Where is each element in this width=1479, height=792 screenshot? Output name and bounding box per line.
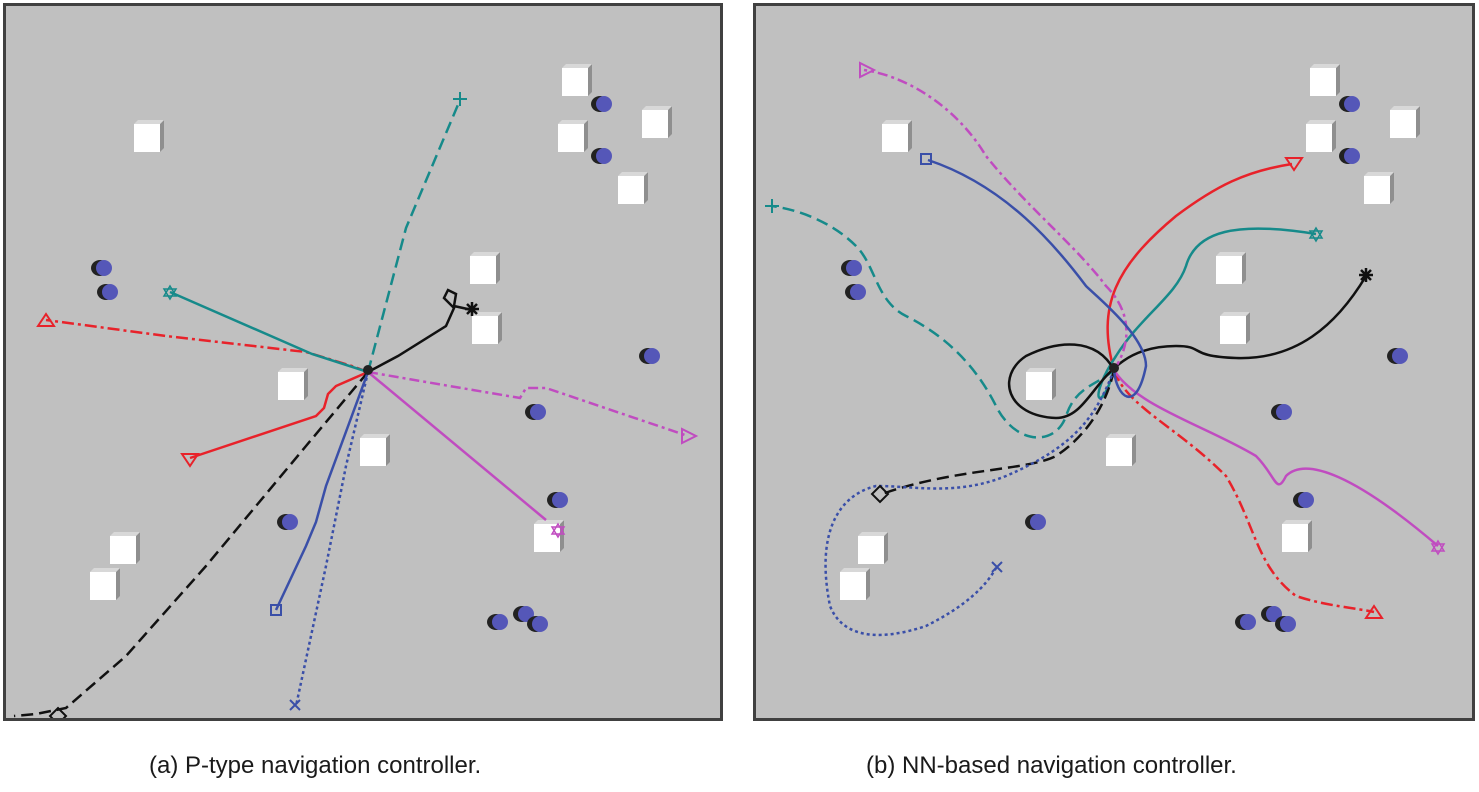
asterisk-marker bbox=[465, 302, 479, 316]
plus-marker bbox=[453, 92, 467, 106]
trajectory-plot-b bbox=[765, 61, 1446, 637]
obstacle-box bbox=[562, 64, 592, 96]
trajectory-magenta-dashdot bbox=[863, 68, 1128, 371]
asterisk-marker bbox=[1359, 268, 1373, 282]
goal-markers bbox=[36, 92, 699, 718]
obstacle-box bbox=[1364, 172, 1394, 204]
obstacle-box bbox=[1306, 120, 1336, 152]
obstacle-box bbox=[882, 120, 912, 152]
obstacle-box bbox=[360, 434, 390, 466]
trajectories bbox=[13, 99, 689, 718]
agent-cylinder bbox=[97, 284, 118, 300]
triangle-right-marker bbox=[859, 61, 877, 79]
agent-cylinder bbox=[1271, 404, 1292, 420]
trajectory-red-dashdot bbox=[1112, 369, 1375, 614]
triangle-up-marker bbox=[36, 312, 56, 327]
square-marker bbox=[270, 604, 282, 616]
trajectory-teal-dashed bbox=[771, 204, 1115, 439]
agents bbox=[91, 96, 660, 632]
trajectories bbox=[771, 68, 1439, 637]
agent-cylinder bbox=[845, 284, 866, 300]
agent-cylinder bbox=[1339, 96, 1360, 112]
trajectory-black-solid bbox=[1008, 275, 1368, 420]
agent-cylinder bbox=[547, 492, 568, 508]
panel-a bbox=[3, 3, 723, 721]
triangle-down-marker bbox=[1284, 157, 1304, 172]
trajectory-teal-solid bbox=[169, 290, 369, 374]
trajectory-black-dashed bbox=[13, 371, 369, 718]
obstacle-box bbox=[110, 532, 140, 564]
trajectory-blue-solid bbox=[274, 371, 370, 611]
obstacle-box bbox=[134, 120, 164, 152]
obstacle-box bbox=[1106, 434, 1136, 466]
agent-cylinder bbox=[1339, 148, 1360, 164]
agents bbox=[841, 96, 1408, 632]
agent-cylinder bbox=[591, 148, 612, 164]
obstacle-box bbox=[1390, 106, 1420, 138]
diamond-marker bbox=[48, 706, 68, 718]
caption-a: (a) P-type navigation controller. bbox=[149, 752, 482, 779]
agent-cylinder bbox=[1025, 514, 1046, 530]
trajectory-black-solid bbox=[367, 288, 473, 374]
agent-cylinder bbox=[277, 514, 298, 530]
goal-markers bbox=[765, 61, 1446, 619]
panel-b bbox=[753, 3, 1475, 721]
obstacle-box bbox=[558, 120, 588, 152]
obstacle-box bbox=[90, 568, 120, 600]
star-marker-magenta bbox=[1430, 539, 1446, 556]
obstacles bbox=[90, 64, 672, 600]
agent-cylinder bbox=[1293, 492, 1314, 508]
obstacle-box bbox=[534, 520, 564, 552]
trajectory-plot-a bbox=[13, 64, 699, 718]
trajectory-red-dashdot bbox=[45, 318, 369, 374]
trajectory-black-dashed bbox=[881, 369, 1116, 496]
triangle-up-marker bbox=[1364, 604, 1384, 619]
cross-marker bbox=[991, 561, 1003, 573]
agent-cylinder bbox=[639, 348, 660, 364]
trajectory-magenta-solid bbox=[1112, 369, 1439, 547]
caption-b: (b) NN-based navigation controller. bbox=[866, 752, 1237, 779]
agent-cylinder bbox=[1275, 616, 1296, 632]
obstacle-box bbox=[1282, 520, 1312, 552]
obstacle-box bbox=[472, 312, 502, 344]
obstacle-box bbox=[858, 532, 888, 564]
obstacle-box bbox=[1026, 368, 1056, 400]
square-marker bbox=[920, 153, 932, 165]
cross-marker bbox=[289, 699, 301, 711]
start-point bbox=[363, 365, 373, 375]
obstacle-box bbox=[278, 368, 308, 400]
star-marker-magenta bbox=[550, 522, 566, 539]
obstacle-box bbox=[1310, 64, 1340, 96]
trajectory-magenta-solid bbox=[367, 371, 547, 521]
trajectory-blue-dotted bbox=[294, 371, 370, 707]
trajectory-blue-dotted bbox=[824, 369, 1116, 637]
trajectory-red-solid bbox=[189, 370, 369, 460]
trajectory-magenta-dashdot bbox=[367, 370, 689, 438]
star-marker-teal bbox=[162, 284, 178, 301]
obstacle-box bbox=[470, 252, 500, 284]
agent-cylinder bbox=[91, 260, 112, 276]
trajectory-red-solid bbox=[1106, 162, 1293, 371]
agent-cylinder bbox=[525, 404, 546, 420]
agent-cylinder bbox=[591, 96, 612, 112]
trajectory-teal-solid bbox=[1097, 227, 1317, 400]
agent-cylinder bbox=[487, 614, 508, 630]
agent-cylinder bbox=[527, 616, 548, 632]
agent-cylinder bbox=[841, 260, 862, 276]
star-marker-teal bbox=[1308, 226, 1324, 243]
trajectory-teal-dashed bbox=[366, 99, 462, 373]
obstacle-box bbox=[1220, 312, 1250, 344]
obstacle-box bbox=[618, 172, 648, 204]
start-point bbox=[1109, 363, 1119, 373]
agent-cylinder bbox=[1387, 348, 1408, 364]
triangle-down-marker bbox=[180, 453, 200, 468]
triangle-right-marker bbox=[681, 427, 699, 445]
obstacle-box bbox=[840, 568, 870, 600]
obstacle-box bbox=[1216, 252, 1246, 284]
diamond-marker bbox=[870, 484, 890, 504]
obstacle-box bbox=[642, 106, 672, 138]
agent-cylinder bbox=[1235, 614, 1256, 630]
plus-marker bbox=[765, 199, 779, 213]
trajectory-blue-solid bbox=[927, 158, 1148, 399]
